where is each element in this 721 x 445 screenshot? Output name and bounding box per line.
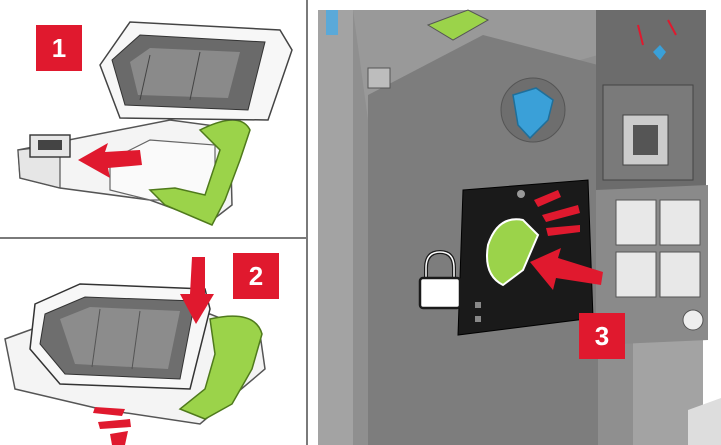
step-3-panel: 3 [308, 0, 721, 445]
step-2-panel: 2 [0, 239, 306, 445]
step-1-panel: 1 [0, 0, 306, 237]
step-badge-1: 1 [36, 25, 82, 71]
finisher-illustration [308, 0, 721, 445]
step-badge-2: 2 [233, 253, 279, 299]
step-badge-3: 3 [579, 313, 625, 359]
